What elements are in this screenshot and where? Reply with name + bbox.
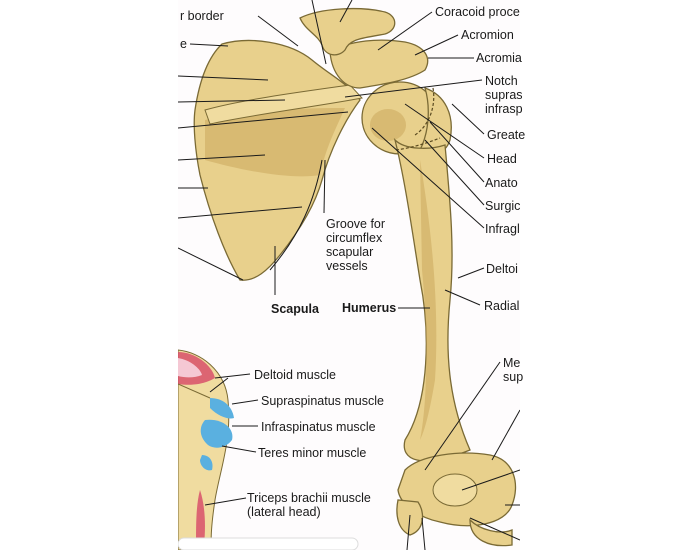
label-groove-circumflex: Groove for circumflex scapular vessels — [326, 217, 386, 273]
label-superior-border: r border — [180, 9, 224, 23]
label-anatomical-neck: Anato — [485, 176, 518, 190]
label-greater-tubercle: Greate — [487, 128, 526, 142]
label-head: Head — [487, 152, 517, 166]
illustration-plate — [178, 0, 520, 550]
label-triceps-lateral-head: Triceps brachii muscle (lateral head) — [247, 491, 371, 519]
label-deltoid-muscle: Deltoid muscle — [254, 368, 336, 382]
bone-illustration — [178, 0, 520, 550]
label-medial-supracondylar-2: sup — [503, 370, 524, 384]
label-infraglenoid: Infragl — [485, 222, 520, 236]
acromion — [329, 39, 429, 89]
muscle-attachment-inset — [178, 349, 234, 550]
label-deltoid-tuberosity: Deltoi — [486, 262, 518, 276]
label-acromion: Acromion — [461, 28, 514, 42]
label-humerus: Humerus — [342, 301, 397, 315]
label-supraspinatus-muscle: Supraspinatus muscle — [261, 394, 384, 408]
label-acromial-angle: Acromia — [476, 51, 522, 65]
label-teres-minor-muscle: Teres minor muscle — [258, 446, 367, 460]
label-surgical-neck: Surgic — [485, 199, 521, 213]
label-superior-angle: e — [180, 37, 187, 51]
label-radial-groove: Radial — [484, 299, 520, 313]
leader-lines — [178, 0, 520, 550]
label-notch-line1: Notch — [485, 74, 518, 88]
label-medial-supracondylar-1: Me — [503, 356, 521, 370]
label-notch-line2: supras — [485, 88, 523, 102]
label-notch-line3: infrasp — [485, 102, 523, 116]
label-infraspinatus-muscle: Infraspinatus muscle — [261, 420, 376, 434]
label-coracoid-process: Coracoid proce — [435, 5, 520, 19]
label-scapula: Scapula — [271, 302, 319, 316]
